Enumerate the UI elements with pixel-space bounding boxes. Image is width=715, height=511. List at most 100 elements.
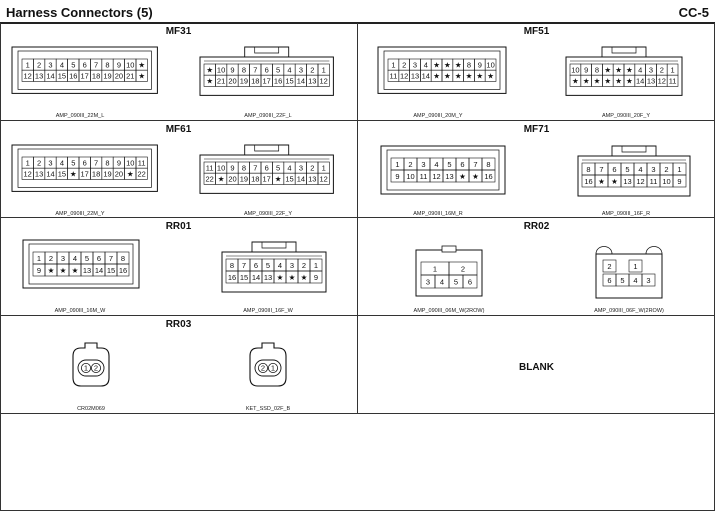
pin-cell <box>135 69 148 82</box>
pin-label: ★ <box>48 266 55 275</box>
pin-label: 5 <box>276 65 280 74</box>
pin-label: 13 <box>445 172 453 181</box>
pin-label: 14 <box>636 76 644 85</box>
pin-label: 11 <box>206 163 214 172</box>
pin-label: 4 <box>60 158 64 167</box>
pin-label: ★ <box>138 71 145 80</box>
connector-caption: AMP_090III_22F_Y <box>244 211 292 217</box>
pin-cell <box>672 174 687 188</box>
pin-label: 16 <box>274 76 282 85</box>
pin-label: ★ <box>466 71 473 80</box>
pin-label: 2 <box>461 265 465 274</box>
pin-label: 8 <box>242 163 246 172</box>
pin-label: 3 <box>290 261 294 270</box>
pin-label: ★ <box>487 71 494 80</box>
pin-label: 14 <box>46 71 54 80</box>
pin-label: 7 <box>253 65 257 74</box>
latch-detail-icon <box>254 47 280 54</box>
pin-label: ★ <box>218 174 225 183</box>
pin-label: 18 <box>92 71 100 80</box>
connector-caption: AMP_090III_22M_L <box>56 113 105 119</box>
pin-label: ★ <box>572 76 579 85</box>
pin-label: 9 <box>230 65 234 74</box>
pin-label: 1 <box>37 254 41 263</box>
pin-label: 22 <box>138 169 146 178</box>
connector-caption: AMP_090III_16F_W <box>243 308 293 314</box>
latch-detail-icon <box>261 242 287 249</box>
connector-inner-frame <box>386 149 500 191</box>
pin-label: 1 <box>671 65 675 74</box>
pin-label: 3 <box>413 60 417 69</box>
pin-label: 3 <box>299 163 303 172</box>
section-title: MF51 <box>523 26 550 37</box>
pin-cell <box>116 263 130 277</box>
pin-label: 4 <box>440 278 444 287</box>
section-title: MF71 <box>523 124 550 135</box>
pin-label: 12 <box>658 76 666 85</box>
pin-label: 21 <box>217 76 225 85</box>
pin-label: 8 <box>467 60 471 69</box>
section-blank: BLANK <box>358 316 715 413</box>
pin-label: 13 <box>264 273 272 282</box>
pin-label: 2 <box>261 364 265 373</box>
pin-label: 9 <box>395 172 399 181</box>
pin-label: 20 <box>115 169 123 178</box>
pin-label: 8 <box>486 160 490 169</box>
pin-label: 17 <box>81 71 89 80</box>
blank-label: BLANK <box>519 362 554 373</box>
pin-label: 3 <box>48 158 52 167</box>
pin-label: 14 <box>297 174 305 183</box>
connector-caption: AMP_090III_16M_R <box>413 211 463 217</box>
pin-label: 7 <box>94 158 98 167</box>
pin-label: 4 <box>73 254 77 263</box>
pin-label: 8 <box>586 165 590 174</box>
pin-cell <box>602 259 617 273</box>
pin-cell <box>666 74 679 87</box>
pin-label: 5 <box>447 160 451 169</box>
pin-cavity <box>77 359 105 377</box>
pin-label: ★ <box>289 273 296 282</box>
pin-label: 6 <box>83 60 87 69</box>
pin-label: 4 <box>434 160 438 169</box>
pin-label: 10 <box>486 60 494 69</box>
page-code: CC-5 <box>678 5 709 20</box>
pin-label: 13 <box>647 76 655 85</box>
pin-label: 16 <box>484 172 492 181</box>
pin-label: 12 <box>636 177 644 186</box>
pin-label: 11 <box>669 76 677 85</box>
pin-label: 9 <box>677 177 681 186</box>
pin-label: ★ <box>455 60 462 69</box>
pin-cell <box>481 169 496 183</box>
pin-cell <box>462 274 478 289</box>
latch-detail-icon <box>254 145 280 152</box>
pin-label: 5 <box>266 261 270 270</box>
pin-label: 8 <box>105 60 109 69</box>
pin-label: 7 <box>94 60 98 69</box>
pin-label: 18 <box>92 169 100 178</box>
section-title: MF31 <box>165 26 192 37</box>
pin-cavity <box>254 359 282 377</box>
pin-label: 1 <box>26 60 30 69</box>
section-title: RR02 <box>523 221 550 232</box>
pin-label: 11 <box>390 71 398 80</box>
pin-label: 14 <box>252 273 260 282</box>
pin-label: 10 <box>217 163 225 172</box>
pin-label: 5 <box>625 165 629 174</box>
pin-label: 7 <box>473 160 477 169</box>
pin-label: 10 <box>217 65 225 74</box>
pin-label: 14 <box>46 169 54 178</box>
pin-label: 13 <box>35 169 43 178</box>
pin-label: 9 <box>314 273 318 282</box>
pin-label: 4 <box>638 165 642 174</box>
pin-label: 5 <box>71 158 75 167</box>
pin-label: ★ <box>459 172 466 181</box>
latch-icon <box>244 144 290 155</box>
pin-label: 1 <box>26 158 30 167</box>
